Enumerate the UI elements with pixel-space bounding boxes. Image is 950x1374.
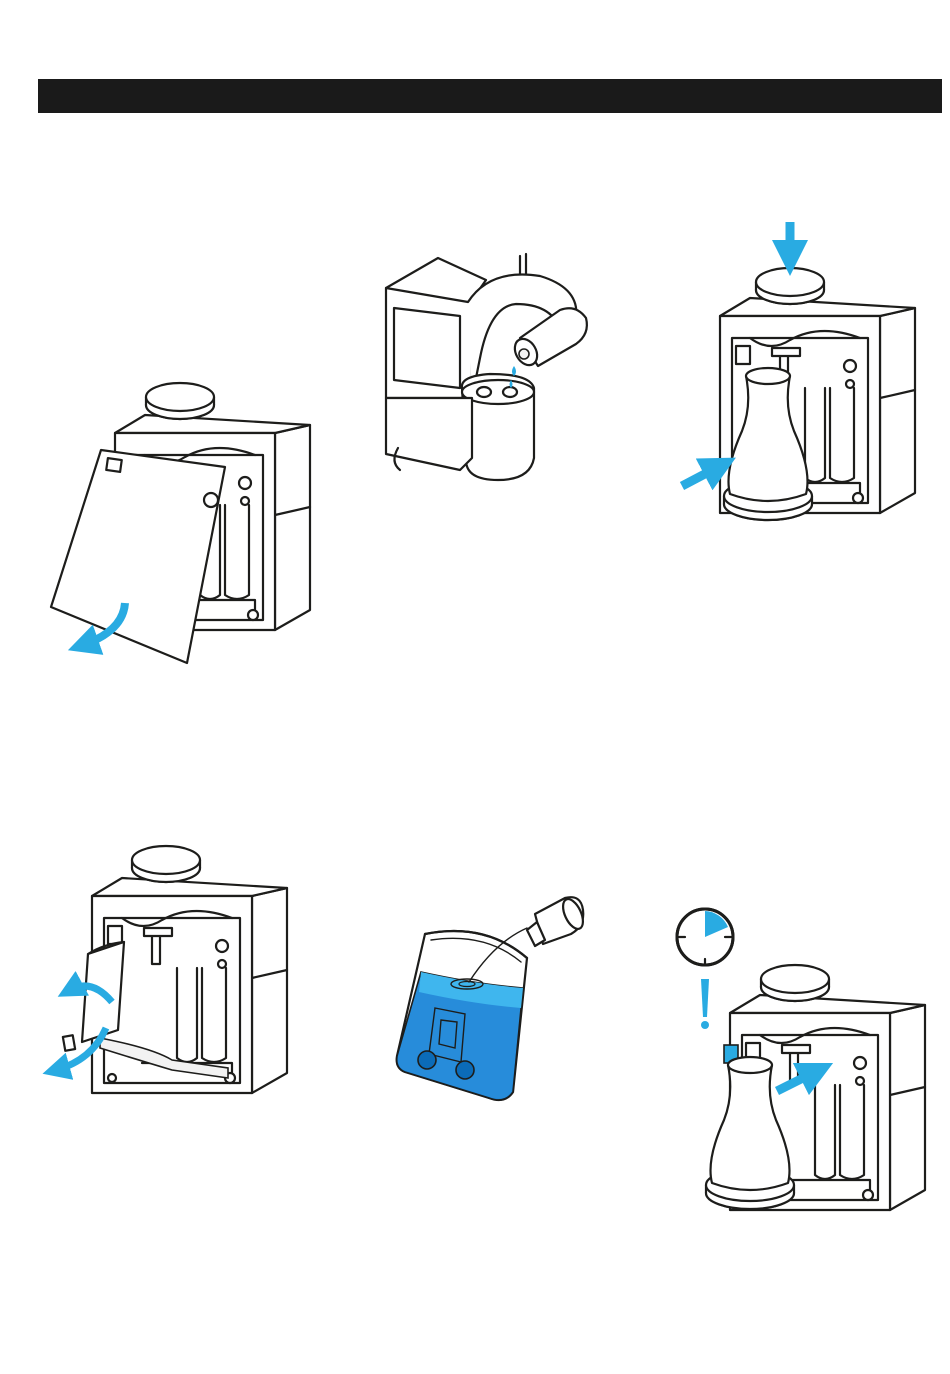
bottle-icon <box>527 896 587 946</box>
machine-icon <box>665 905 905 1215</box>
machine-icon <box>45 375 305 675</box>
machine-icon <box>52 838 292 1098</box>
figure-place-carafe <box>680 218 920 528</box>
water-tank-icon <box>385 892 595 1122</box>
section-header-bar <box>38 79 942 113</box>
figure-remove-filter <box>52 838 292 1098</box>
figure-press-button-wait <box>665 905 905 1215</box>
figure-water-drip-nozzle <box>380 248 600 488</box>
machine-icon <box>380 248 600 488</box>
push-arrow-icon <box>682 466 720 486</box>
figure-descaling-tank <box>385 892 595 1122</box>
warning-icon <box>701 979 709 1029</box>
figure-open-front-cover <box>45 375 305 675</box>
timer-icon <box>677 909 733 965</box>
machine-icon <box>680 218 920 528</box>
